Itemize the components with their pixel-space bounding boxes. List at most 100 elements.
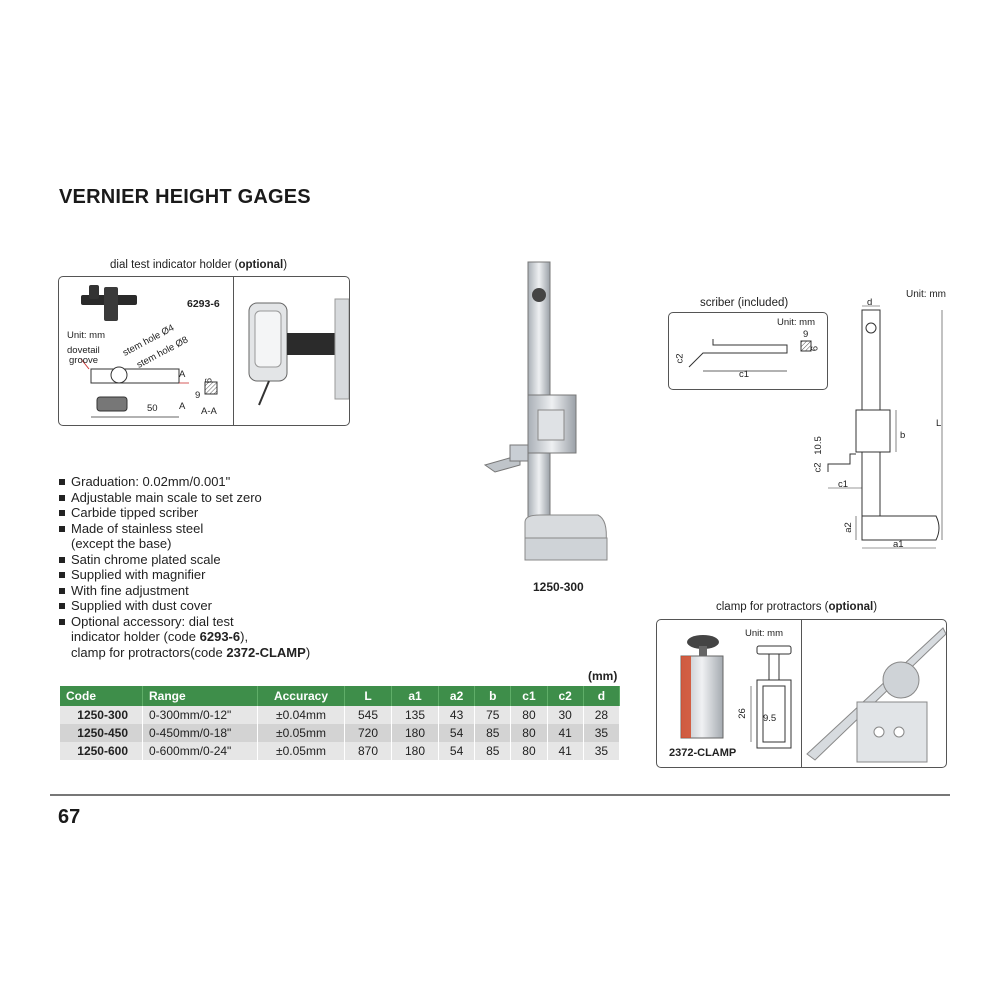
height-gage-illustration	[483, 261, 608, 561]
dim-50: 50	[147, 403, 158, 414]
scriber-outline	[688, 339, 788, 368]
dial-holder-code: 6293-6	[187, 298, 220, 310]
knurled-knob-shape	[96, 396, 128, 412]
feature-item: With fine adjustment	[58, 583, 310, 599]
table-row: 1250-450 0-450mm/0-18" ±0.05mm 720 180 5…	[60, 724, 621, 742]
base-front-shape	[524, 537, 608, 561]
holder-clamp-shape	[287, 333, 335, 355]
clamp-knob-drawing	[756, 645, 792, 655]
clamp-panel: Unit: mm 26 9.5 2372-CLAMP	[656, 619, 947, 768]
dial-holder-caption: dial test indicator holder (optional)	[110, 259, 287, 271]
header-b: b	[474, 686, 512, 706]
cell-a2: 43	[438, 706, 476, 724]
cell-c1: 80	[510, 724, 548, 742]
feature-text: )	[305, 644, 311, 660]
caption-text: dial test indicator holder (	[110, 259, 239, 271]
cell-c1: 80	[510, 706, 548, 724]
header-code: Code	[60, 686, 143, 706]
dimension-b: b	[900, 430, 906, 441]
dim-slider	[855, 409, 891, 453]
cell-a2: 54	[438, 724, 476, 742]
dim-knob	[865, 322, 877, 334]
section-shape	[204, 381, 218, 395]
holder-post-shape	[104, 287, 118, 321]
cell-range: 0-450mm/0-18"	[142, 724, 258, 742]
dial-holder-panel: 6293-6 Unit: mm dovetail groove stem hol…	[58, 276, 350, 426]
footer-rule	[50, 794, 950, 796]
leader-line	[80, 358, 90, 370]
header-d: d	[583, 686, 621, 706]
cell-L: 720	[344, 724, 392, 742]
cell-range: 0-600mm/0-24"	[142, 742, 258, 760]
protractor-dial	[882, 661, 920, 699]
header-L: L	[344, 686, 392, 706]
table-row: 1250-600 0-600mm/0-24" ±0.05mm 870 180 5…	[60, 742, 621, 760]
feature-item: Supplied with magnifier	[58, 567, 310, 583]
feature-continuation: clamp for protractors(code 2372-CLAMP)	[58, 645, 310, 661]
cell-d: 35	[583, 724, 621, 742]
caption-text: )	[873, 601, 878, 613]
section-a-top: A	[179, 369, 186, 380]
cell-b: 75	[474, 706, 512, 724]
scriber-drawing	[688, 339, 812, 372]
dim-scriber	[827, 453, 856, 472]
clamp-dim-26: 26	[736, 708, 748, 719]
cell-d: 35	[583, 742, 621, 760]
feature-item: Satin chrome plated scale	[58, 552, 310, 568]
feature-code: 2372-CLAMP	[226, 644, 306, 660]
dimension-d: d	[867, 297, 873, 308]
header-range: Range	[142, 686, 258, 706]
scriber-section	[800, 340, 812, 352]
main-product-model: 1250-300	[533, 580, 584, 594]
clamp-code: 2372-CLAMP	[669, 747, 737, 759]
cell-a1: 180	[391, 742, 439, 760]
scriber-dim-9a: 9	[803, 329, 809, 340]
feature-item: Made of stainless steel	[58, 521, 310, 537]
clamp-slot-drawing	[762, 685, 786, 743]
cell-accuracy: ±0.04mm	[257, 706, 345, 724]
cell-L: 545	[344, 706, 392, 724]
spec-table: Code Range Accuracy L a1 a2 b c1 c2 d 12…	[60, 686, 621, 760]
feature-continuation: (except the base)	[58, 536, 310, 552]
feature-item: Supplied with dust cover	[58, 598, 310, 614]
dimension-unit: Unit: mm	[906, 289, 946, 300]
probe-shape	[258, 380, 270, 406]
cell-a1: 180	[391, 724, 439, 742]
cell-code: 1250-300	[60, 706, 143, 724]
scriber-c1: c1	[739, 369, 750, 380]
feature-continuation: indicator holder (code 6293-6),	[58, 629, 310, 645]
scriber-unit: Unit: mm	[777, 317, 815, 328]
header-c2: c2	[547, 686, 584, 706]
caption-text: )	[283, 259, 288, 271]
dim-9a: 9	[195, 390, 201, 401]
cell-b: 85	[474, 724, 512, 742]
dial-holder-unit: Unit: mm	[67, 330, 105, 341]
dimension-a1: a1	[893, 539, 904, 550]
feature-text: indicator holder (code	[71, 629, 200, 644]
cell-L: 870	[344, 742, 392, 760]
feature-item: Adjustable main scale to set zero	[58, 490, 310, 506]
dim-9b: 9	[202, 377, 214, 384]
cell-range: 0-300mm/0-12"	[142, 706, 258, 724]
vernier-window	[537, 409, 565, 441]
clamp-unit: Unit: mm	[745, 628, 783, 639]
caption-text: clamp for protractors (	[716, 601, 829, 613]
caption-bold: optional	[238, 259, 284, 271]
cell-c2: 41	[547, 724, 584, 742]
caption-bold: optional	[828, 601, 874, 613]
scriber-clamp-shape	[509, 444, 529, 462]
clamp-screw-photo	[699, 646, 707, 658]
cell-d: 28	[583, 706, 621, 724]
page-title: VERNIER HEIGHT GAGES	[59, 186, 311, 208]
dial-indicator-face	[254, 310, 282, 368]
panel-divider	[801, 620, 802, 767]
holder-arm-shape	[90, 368, 180, 384]
dimension-10-5: 10.5	[812, 436, 824, 455]
section-label: A-A	[201, 406, 217, 417]
cell-c2: 30	[547, 706, 584, 724]
dimension-drawing	[827, 305, 943, 549]
feature-text: (except the base)	[71, 536, 172, 551]
scriber-c2: c2	[674, 353, 686, 364]
protractor-base	[856, 701, 928, 763]
cell-a2: 54	[438, 742, 476, 760]
